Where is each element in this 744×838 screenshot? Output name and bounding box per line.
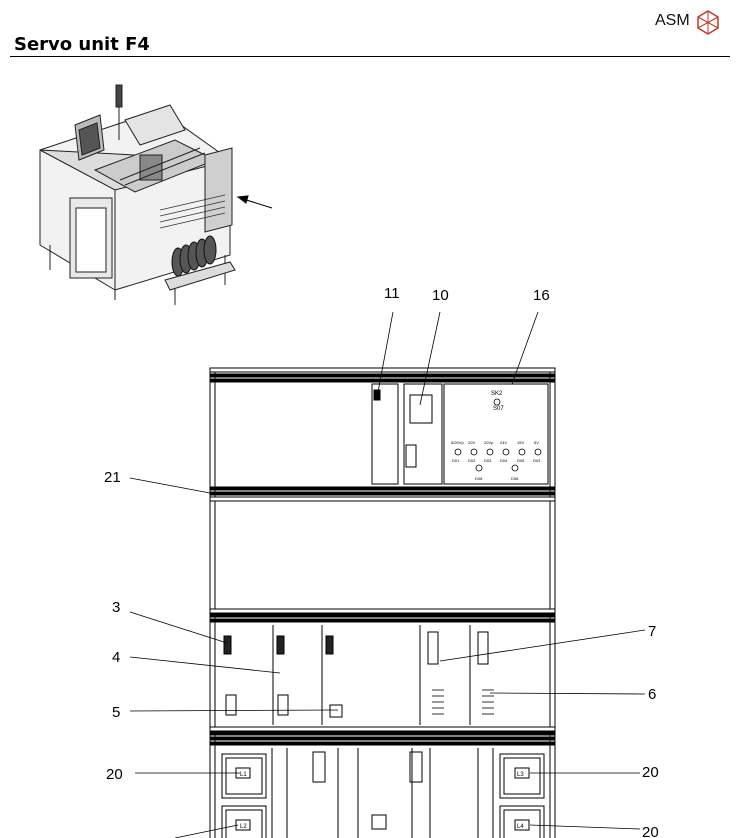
svg-text:S07: S07	[493, 406, 504, 412]
svg-text:D03: D03	[484, 458, 492, 463]
callout-21: 21	[104, 469, 121, 486]
fuse-label-l1: L1	[240, 772, 247, 778]
svg-text:D08: D08	[511, 476, 519, 481]
callout-leaders	[129, 311, 646, 838]
servo-cabinet	[209, 367, 556, 838]
callout-20-right-bottom: 20	[642, 824, 659, 838]
svg-text:D03: D03	[533, 458, 541, 463]
fuse-label-l3: L3	[517, 772, 524, 778]
fuse-label-l4: L4	[517, 824, 524, 830]
svg-text:5V: 5V	[534, 440, 539, 445]
svg-text:20V: 20V	[468, 440, 475, 445]
svg-text:D01: D01	[452, 458, 460, 463]
asm-cube-logo-icon	[697, 10, 719, 35]
callout-20-right-top: 20	[642, 764, 659, 781]
machine-illustration	[39, 84, 273, 305]
panel-micro-labels: SK2 S07 5/20Vp 20V 20Vp 24V 15V 5V D01 D…	[451, 391, 541, 481]
callout-20-left: 20	[106, 766, 123, 783]
callout-5: 5	[112, 704, 120, 721]
brand-name: ASM	[655, 12, 690, 29]
callout-3: 3	[112, 599, 120, 616]
svg-text:15V: 15V	[517, 440, 524, 445]
fuse-label-l2: L2	[240, 824, 247, 830]
svg-text:5/20Vp: 5/20Vp	[451, 440, 464, 445]
callout-10: 10	[432, 287, 449, 304]
callout-6: 6	[648, 686, 656, 703]
callout-11: 11	[384, 285, 400, 302]
callout-7: 7	[648, 623, 656, 640]
svg-text:24V: 24V	[500, 440, 507, 445]
callout-16: 16	[533, 287, 550, 304]
svg-text:D04: D04	[500, 458, 508, 463]
svg-text:D06: D06	[475, 476, 483, 481]
svg-text:SK2: SK2	[491, 391, 503, 397]
svg-text:20Vp: 20Vp	[484, 440, 494, 445]
page-title: Servo unit F4	[14, 34, 150, 55]
title-rule	[10, 56, 730, 57]
callout-4: 4	[112, 649, 120, 666]
svg-text:D02: D02	[468, 458, 476, 463]
svg-text:D05: D05	[517, 458, 525, 463]
